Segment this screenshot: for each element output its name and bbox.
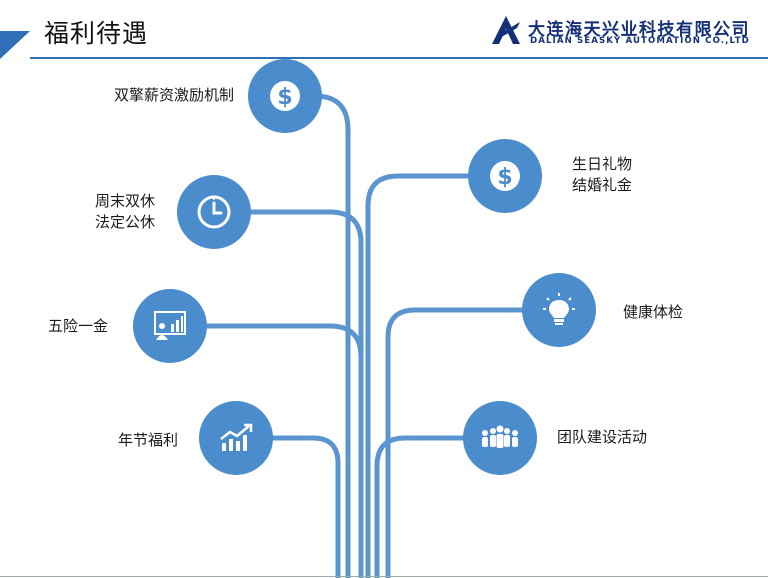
dollar-icon: $ xyxy=(490,161,520,191)
header-accent-tab xyxy=(0,31,30,59)
team-icon xyxy=(482,425,518,448)
node-bonus-circle: $ xyxy=(248,59,322,133)
branch-health xyxy=(385,307,559,578)
presentation-chart-icon xyxy=(154,311,186,340)
node-holiday-circle xyxy=(199,401,273,475)
company-logo-icon xyxy=(490,14,522,46)
node-insurance-circle xyxy=(133,289,207,363)
company-logo: 大连海天兴业科技有限公司 DALIAN SEASKY AUTOMATION CO… xyxy=(490,12,762,48)
branch-gifts xyxy=(365,173,505,578)
branch-holiday xyxy=(236,435,341,578)
branch-team xyxy=(374,435,500,578)
node-team-label: 团队建设活动 xyxy=(557,428,648,446)
node-gifts-label: 生日礼物 结婚礼金 xyxy=(572,155,633,194)
node-health-circle xyxy=(522,273,596,347)
node-vacation-circle xyxy=(177,175,251,249)
node-insurance-label: 五险一金 xyxy=(48,317,109,335)
bottom-divider xyxy=(0,576,768,577)
company-name-en: DALIAN SEASKY AUTOMATION CO.,LTD xyxy=(530,36,750,46)
node-gifts-circle: $ xyxy=(468,139,542,213)
branch-insurance xyxy=(170,323,364,578)
growth-chart-icon xyxy=(220,423,253,451)
node-health-label: 健康体检 xyxy=(623,303,684,321)
company-name-cn: 大连海天兴业科技有限公司 xyxy=(528,20,750,40)
clock-icon xyxy=(197,195,231,229)
lightbulb-icon xyxy=(543,293,575,325)
node-team-circle xyxy=(463,401,537,475)
node-holiday-label: 年节福利 xyxy=(117,431,178,449)
dollar-icon: $ xyxy=(270,81,300,111)
header: 福利待遇 大连海天兴业科技有限公司 DALIAN SEASKY AUTOMATI… xyxy=(0,0,768,62)
branch-vacation xyxy=(215,209,364,578)
svg-text:$: $ xyxy=(277,85,292,110)
page-title: 福利待遇 xyxy=(44,19,149,48)
header-divider xyxy=(30,57,768,59)
node-vacation-label: 周末双休 法定公休 xyxy=(94,192,155,231)
node-bonus-label: 双擎薪资激励机制 xyxy=(113,86,234,104)
svg-text:$: $ xyxy=(497,165,512,190)
